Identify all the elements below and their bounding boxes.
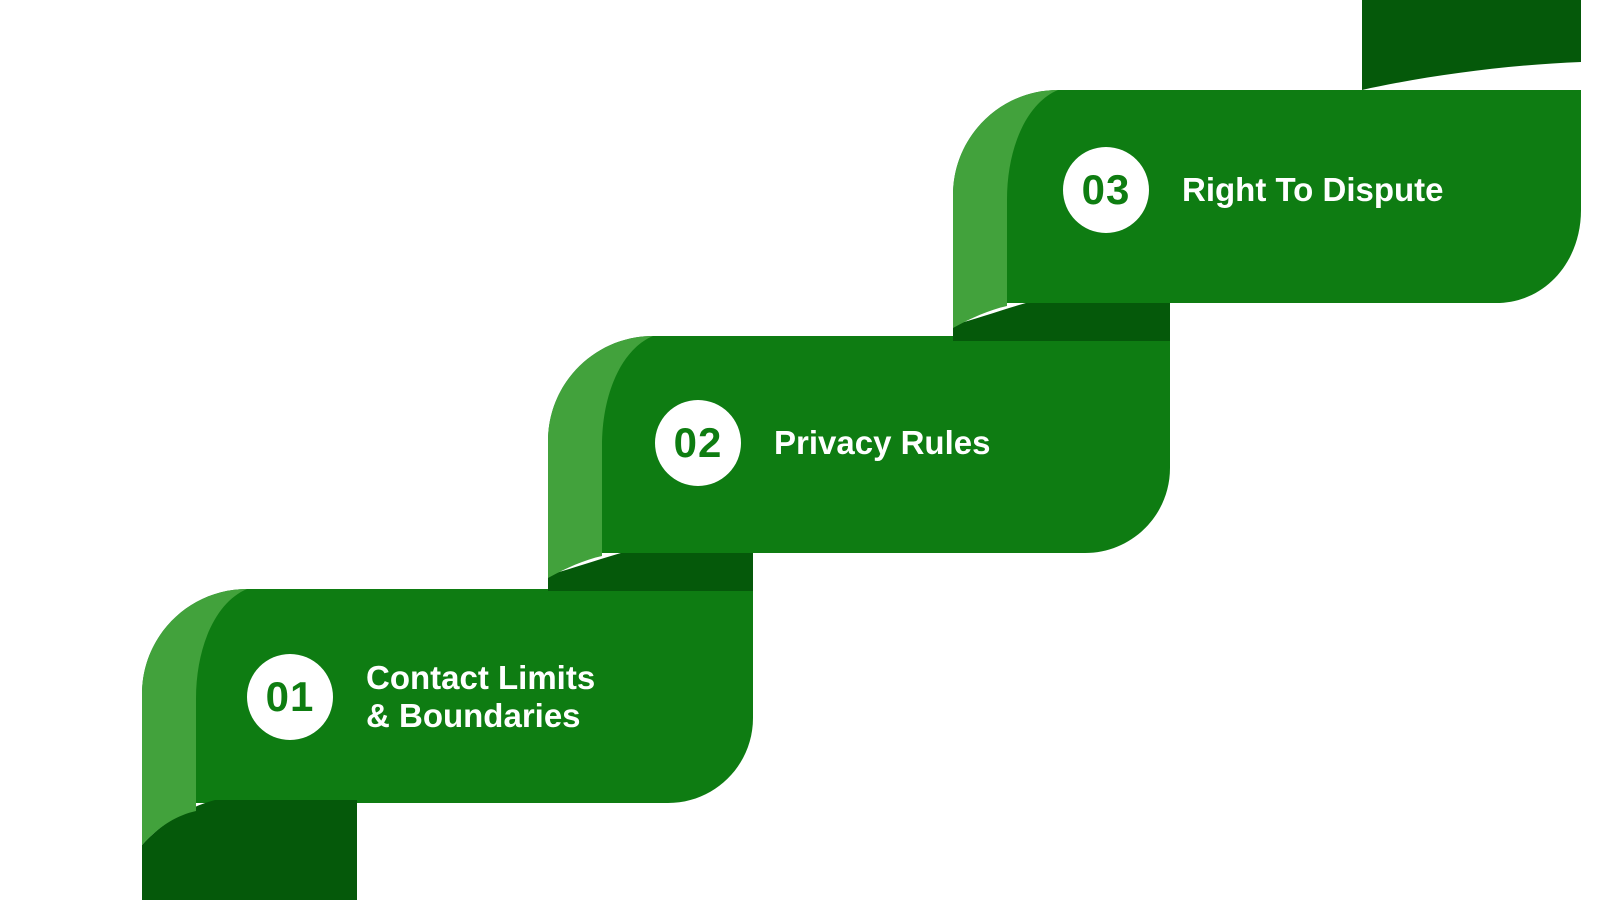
connector-3-to-2 bbox=[953, 299, 1170, 341]
step-1-label-line-1: Contact Limits bbox=[366, 659, 596, 696]
step-2-label: Privacy Rules bbox=[774, 424, 990, 462]
step-3-label-line-1: Right To Dispute bbox=[1182, 171, 1444, 208]
ribbon-3-left-fold bbox=[953, 90, 1058, 328]
step-2-number: 02 bbox=[673, 419, 723, 466]
ribbon-1-body bbox=[142, 589, 753, 803]
step-2-label-line-1: Privacy Rules bbox=[774, 424, 991, 461]
step-2: 02 Privacy Rules bbox=[655, 400, 990, 486]
ribbon-3-top-underside bbox=[1362, 0, 1581, 90]
step-1: 01 Contact Limits & Boundaries bbox=[247, 654, 595, 740]
step-2-number-badge: 02 bbox=[655, 400, 741, 486]
step-3-number-badge: 03 bbox=[1063, 147, 1149, 233]
ribbon-1-bottom-underside bbox=[142, 800, 357, 900]
ribbon-2-body bbox=[548, 336, 1170, 553]
step-3-number: 03 bbox=[1081, 166, 1131, 213]
step-1-label: Contact Limits & Boundaries bbox=[366, 659, 595, 735]
ribbon-1-left-fold bbox=[142, 589, 247, 845]
step-1-label-line-2: & Boundaries bbox=[366, 697, 581, 734]
step-3: 03 Right To Dispute bbox=[1063, 147, 1444, 233]
ribbon-2-left-fold bbox=[548, 336, 653, 578]
step-3-label: Right To Dispute bbox=[1182, 171, 1444, 209]
connector-2-to-1 bbox=[548, 549, 753, 591]
step-1-number-badge: 01 bbox=[247, 654, 333, 740]
ribbon-3-body bbox=[953, 90, 1581, 303]
step-1-number: 01 bbox=[265, 673, 315, 720]
